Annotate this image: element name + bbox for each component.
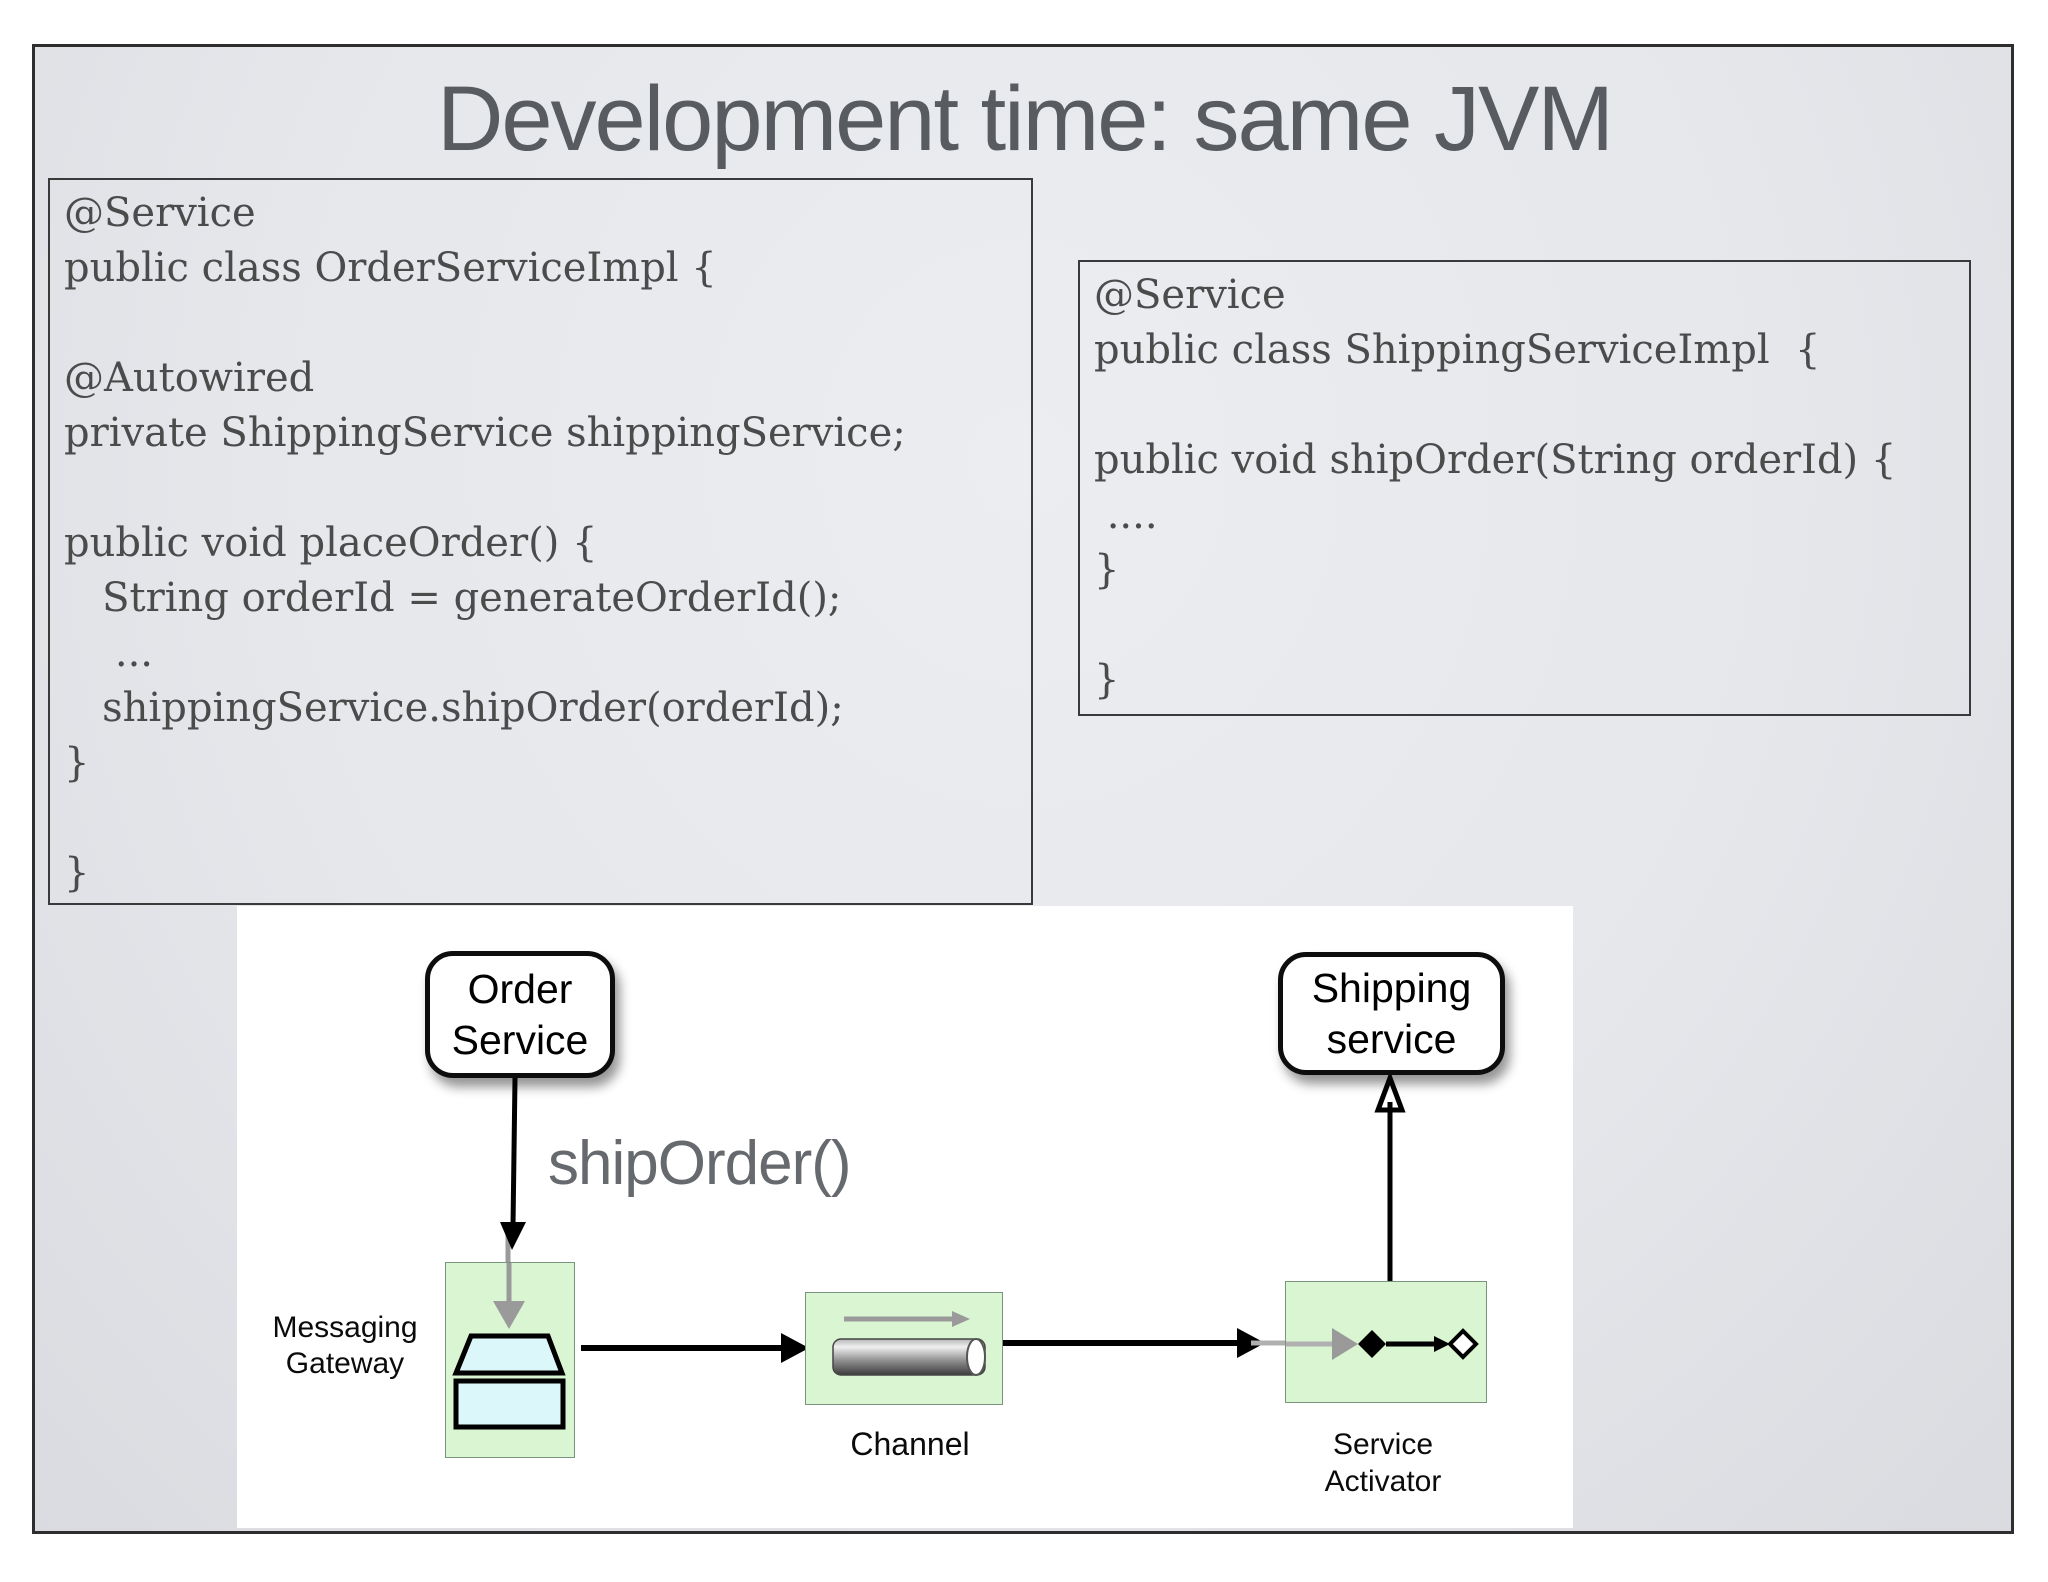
node-label: Order	[467, 966, 573, 1013]
envelope-icon	[452, 1263, 566, 1430]
gray-arrowhead-right-icon	[1332, 1328, 1358, 1360]
code-box-shipping-service: @Service public class ShippingServiceImp…	[1078, 260, 1971, 716]
channel-label: Channel	[850, 1426, 970, 1462]
code-line	[1094, 598, 1969, 653]
channel-box	[805, 1292, 1003, 1405]
code-line	[64, 461, 1031, 516]
arrowhead-up-icon	[1374, 1070, 1406, 1113]
messaging-gateway-label: Messaging Gateway	[245, 1310, 445, 1382]
code-line: @Autowired	[64, 355, 315, 401]
code-line: }	[64, 740, 90, 786]
slide-title: Development time: same JVM	[436, 68, 1614, 170]
pipe-arrow-icon	[832, 1311, 986, 1376]
filled-diamond-icon	[1358, 1330, 1386, 1358]
code-line	[64, 791, 1031, 846]
code-line: public void placeOrder() {	[64, 520, 598, 566]
label-line: Service	[1332, 1428, 1434, 1461]
service-activator-box	[1285, 1281, 1487, 1403]
envelope-flap	[452, 1333, 566, 1376]
service-activator-label: Service Activator	[1283, 1426, 1483, 1500]
code-line: ...	[64, 630, 154, 676]
node-label: service	[1326, 1015, 1457, 1062]
code-line	[64, 296, 1031, 351]
code-line: public class ShippingServiceImpl {	[1094, 327, 1821, 373]
label-line: Activator	[1324, 1465, 1442, 1498]
messaging-gateway-box	[445, 1262, 575, 1458]
order-service-node: Order Service	[425, 951, 615, 1078]
code-line: }	[64, 850, 90, 896]
diagram-arrows-layer	[500, 1070, 1406, 1363]
diamond-endpoint-icon	[1286, 1328, 1479, 1360]
code-line	[1094, 378, 1969, 433]
gray-arrowhead-down-icon	[493, 1301, 525, 1329]
pipe-body	[832, 1338, 986, 1376]
code-line: ....	[1094, 492, 1158, 538]
integration-diagram: Order Service Shipping service shipOrder…	[237, 906, 1573, 1528]
code-line: @Service	[1094, 272, 1286, 318]
code-line: @Service	[64, 190, 256, 236]
method-call-label: shipOrder()	[548, 1129, 852, 1198]
code-line: public class OrderServiceImpl {	[64, 245, 717, 291]
code-line: }	[1094, 547, 1120, 593]
node-label: Service	[451, 1016, 589, 1063]
code-line: private ShippingService shippingService;	[64, 410, 906, 456]
code-line: String orderId = generateOrderId();	[64, 575, 842, 621]
node-label: Shipping	[1311, 965, 1472, 1012]
code-line: shippingService.shipOrder(orderId);	[64, 685, 844, 731]
black-arrowhead-right-icon	[1434, 1336, 1450, 1352]
label-line: Gateway	[285, 1347, 405, 1380]
label-line: Messaging	[272, 1311, 418, 1344]
pipe-end-cap	[966, 1338, 986, 1376]
arrowhead-right-icon	[781, 1333, 809, 1363]
envelope-body	[453, 1378, 566, 1430]
hollow-diamond-icon	[1447, 1328, 1479, 1360]
code-line: }	[1094, 657, 1120, 703]
ship-order-arrow	[510, 1077, 518, 1227]
gray-arrowhead-right-icon	[952, 1311, 970, 1327]
code-line: public void shipOrder(String orderId) {	[1094, 437, 1897, 483]
arrowhead-down-icon	[500, 1222, 526, 1250]
code-box-order-service: @Service public class OrderServiceImpl {…	[48, 178, 1033, 905]
shipping-service-node: Shipping service	[1278, 952, 1505, 1075]
